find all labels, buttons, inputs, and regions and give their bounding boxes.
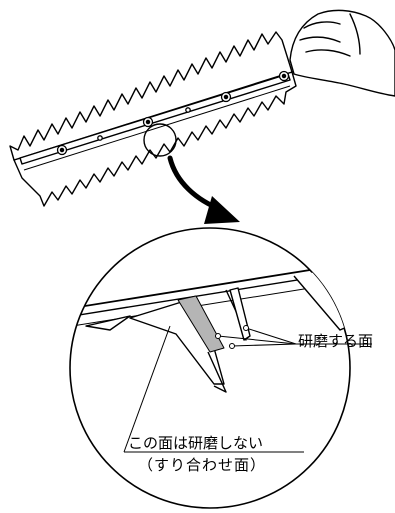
no-polish-surface-label: この面は研磨しない: [128, 434, 264, 452]
upper-teeth: [9, 31, 293, 161]
bolt-icon: [220, 91, 232, 103]
lower-blade: [13, 71, 297, 207]
polish-face-shade: [177, 295, 225, 353]
bolt-icon: [278, 70, 290, 82]
hand-icon: [289, 9, 395, 97]
blade-assembly: [9, 31, 297, 207]
polish-leaders: [215, 325, 372, 349]
bolt-icon: [56, 144, 68, 156]
detail-highlight-circle: [143, 123, 177, 157]
bolt-icon: [142, 116, 154, 128]
blade-bolts: [56, 70, 290, 156]
curved-arrow-icon: [167, 155, 240, 224]
polish-surface-label: 研磨する面: [298, 332, 374, 350]
magnified-view: [69, 227, 372, 509]
no-polish-leader: [123, 325, 304, 453]
mating-surface-label: （すり合わせ面）: [138, 456, 267, 474]
